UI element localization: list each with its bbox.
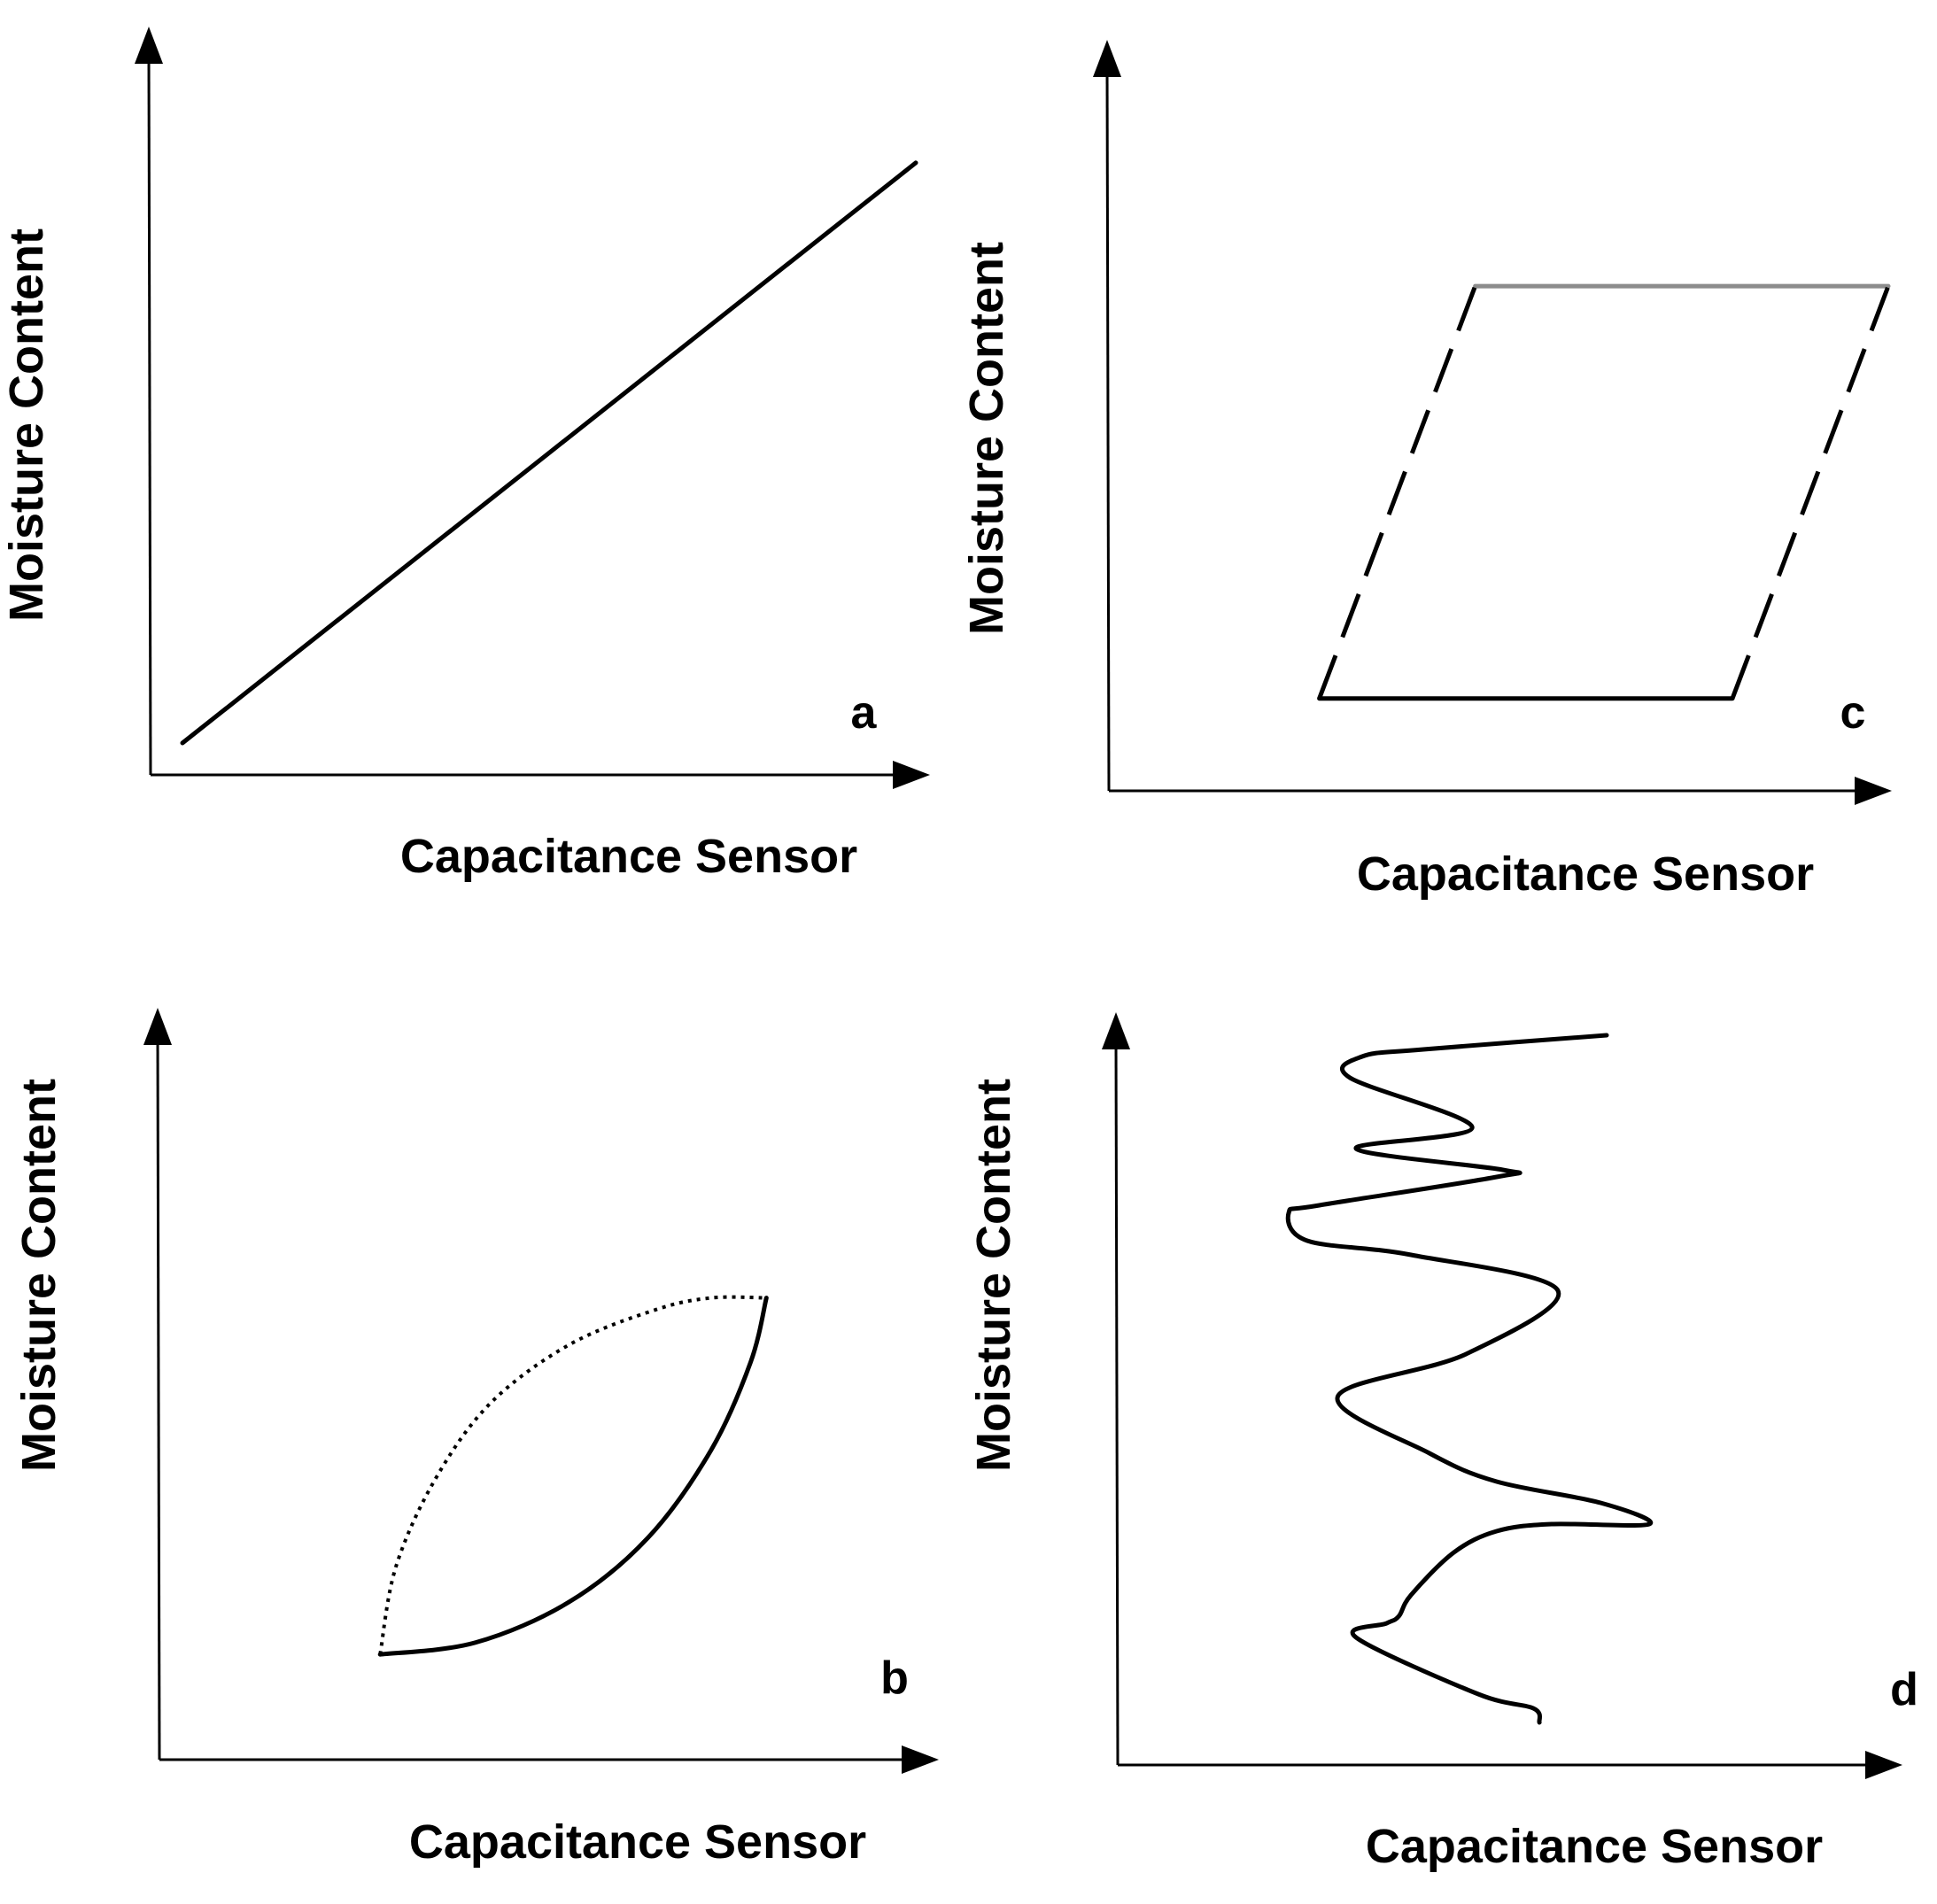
x-axis-label: Capacitance Sensor <box>400 830 857 883</box>
x-axis-arrowhead <box>893 761 930 789</box>
x-axis-label: Capacitance Sensor <box>1357 848 1814 901</box>
y-axis-line <box>147 52 152 776</box>
panel-c: Capacitance Sensor Moisture Content c <box>960 40 1892 901</box>
series-3-line <box>1730 285 1891 700</box>
y-axis-line <box>1114 1038 1120 1766</box>
y-axis-label: Moisture Content <box>12 1079 66 1472</box>
series-0-line <box>377 1296 769 1657</box>
x-axis-label: Capacitance Sensor <box>409 1815 866 1869</box>
series-0-line <box>1285 1033 1654 1725</box>
series-1-line <box>378 1295 767 1655</box>
y-axis-label: Moisture Content <box>967 1079 1020 1472</box>
panel-a: Capacitance Sensor Moisture Content a <box>0 27 930 883</box>
x-axis-arrowhead <box>1855 777 1892 805</box>
series-0-line <box>180 160 918 746</box>
y-axis-line <box>1105 66 1111 792</box>
y-axis-arrowhead <box>135 27 163 64</box>
y-axis-arrowhead <box>143 1008 172 1045</box>
x-axis-label: Capacitance Sensor <box>1366 1820 1823 1873</box>
y-axis-label: Moisture Content <box>960 242 1013 635</box>
y-axis-line <box>156 1033 161 1761</box>
x-axis-arrowhead <box>1865 1751 1902 1779</box>
y-axis-label: Moisture Content <box>0 228 53 622</box>
panel-letter: b <box>880 1652 909 1704</box>
panel-letter: a <box>851 687 878 739</box>
y-axis-arrowhead <box>1093 40 1121 77</box>
panel-d: Capacitance Sensor Moisture Content d <box>967 1012 1918 1873</box>
x-axis-arrowhead <box>902 1745 939 1774</box>
panel-letter: c <box>1840 687 1866 739</box>
panel-letter: d <box>1890 1664 1918 1715</box>
series-2-line <box>1317 285 1477 700</box>
y-axis-arrowhead <box>1102 1012 1130 1049</box>
panel-b: Capacitance Sensor Moisture Content b <box>12 1008 939 1869</box>
